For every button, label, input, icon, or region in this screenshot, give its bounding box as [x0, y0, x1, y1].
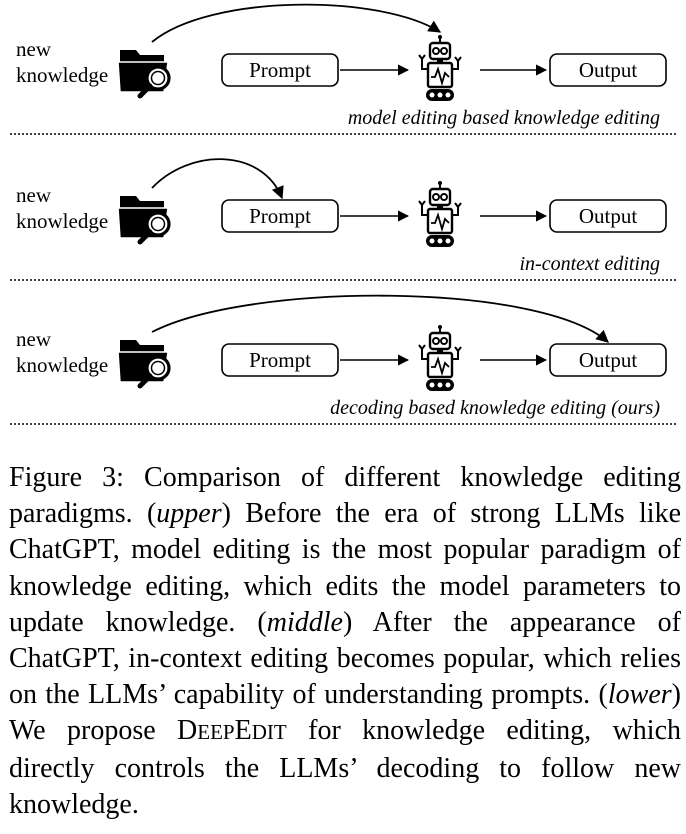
robot-icon — [418, 35, 462, 101]
prompt-label: Prompt — [249, 348, 311, 372]
folder-search-icon — [117, 50, 171, 99]
input-label-new: new — [16, 183, 52, 207]
caption-label: Figure 3: — [9, 462, 124, 493]
output-label: Output — [579, 348, 638, 372]
input-label-knowledge: knowledge — [16, 63, 108, 87]
prompt-box — [221, 53, 339, 87]
prompt-label: Prompt — [249, 58, 311, 82]
prompt-label: Prompt — [249, 204, 311, 228]
caption-upper: upper — [156, 498, 222, 530]
panel-caption: model editing based knowledge editing — [348, 107, 660, 129]
input-label-knowledge: knowledge — [16, 209, 108, 233]
knowledge-injection-arrow — [151, 3, 442, 43]
caption-text-4: ) We propose — [9, 679, 681, 747]
caption-text-5: for knowledge editing, which directly co… — [9, 715, 681, 820]
knowledge-injection-arrow — [151, 158, 284, 200]
caption-lower: lower — [607, 679, 672, 711]
caption-text-3: ) After the appearance of ChatGPT, in-co… — [9, 606, 681, 711]
folder-search-icon — [117, 340, 171, 389]
output-label: Output — [579, 58, 638, 82]
folder-search-icon — [117, 196, 171, 245]
input-label-new: new — [16, 327, 52, 351]
output-box — [549, 343, 667, 377]
knowledge-injection-arrow — [151, 294, 609, 343]
input-label-knowledge: knowledge — [16, 353, 108, 377]
robot-icon — [418, 325, 462, 391]
panel-caption: decoding based knowledge editing (ours) — [330, 397, 660, 419]
output-box — [549, 53, 667, 87]
panel-caption: in-context editing — [519, 253, 660, 275]
prompt-box — [221, 199, 339, 233]
method-name: DEEPEDIT — [177, 715, 287, 747]
caption-middle: middle — [266, 606, 343, 638]
output-box — [549, 199, 667, 233]
robot-icon — [418, 181, 462, 247]
prompt-box — [221, 343, 339, 377]
figure-caption: Figure 3: Comparison of different knowle… — [9, 460, 681, 823]
output-label: Output — [579, 204, 638, 228]
caption-text-1: Comparison of different knowledge editin… — [9, 462, 682, 530]
caption-text-2: ) Before the era of strong LLMs like Cha… — [9, 498, 681, 638]
input-label-new: new — [16, 37, 52, 61]
